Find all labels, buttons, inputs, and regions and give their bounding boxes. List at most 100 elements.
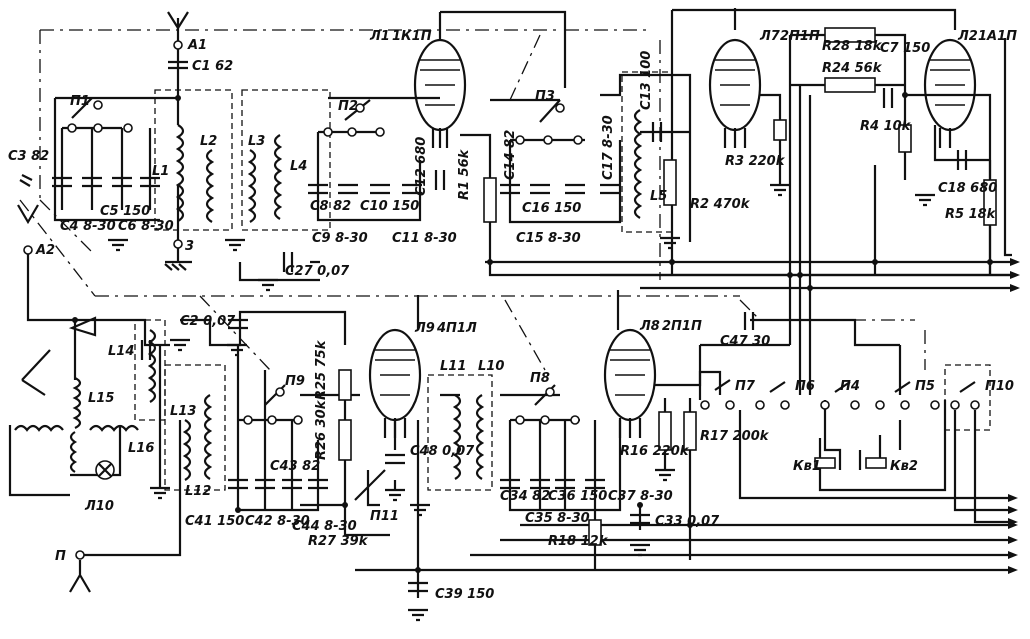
resistor-icon — [588, 519, 602, 546]
label-l3: L3 — [248, 134, 265, 149]
label-c9: C9 8-30 — [312, 231, 368, 246]
antenna-icon — [167, 11, 189, 31]
label-c17: C17 8-30 — [601, 115, 616, 180]
label-c42: C42 8-30 — [245, 514, 310, 529]
capacitor-icon — [408, 581, 428, 593]
label-r27: R27 39k — [308, 534, 369, 549]
ground-icon — [770, 183, 790, 197]
label-c11: C11 8-30 — [392, 231, 457, 246]
aerial-arms — [21, 349, 51, 396]
ground-icon — [655, 468, 675, 482]
tube-type-l7: 2П1П — [780, 29, 820, 44]
ground-icon — [227, 343, 247, 357]
label-c47: C47 30 — [720, 334, 770, 349]
capacitor-icon — [956, 150, 968, 170]
switch-icon — [318, 99, 385, 137]
label-p6: П6 — [795, 379, 815, 394]
label-l15: L15 — [88, 391, 114, 406]
label-c35: C35 8-30 — [525, 511, 590, 526]
label-c10: C10 150 — [360, 199, 419, 214]
label-c8: C8 82 — [310, 199, 351, 214]
label-c5: C5 150 — [100, 204, 150, 219]
label-p1: П1 — [70, 94, 90, 109]
capacitor-icon — [434, 170, 446, 190]
label-r26: R26 30k — [314, 399, 329, 460]
label-p: П — [55, 549, 66, 564]
resistor-icon — [824, 27, 876, 43]
label-l14: L14 — [108, 344, 134, 359]
tube-type-l8: 2П1П — [662, 319, 702, 334]
label-c37: C37 8-30 — [608, 489, 673, 504]
label-r5: R5 18k — [945, 207, 997, 222]
coil-icon — [69, 431, 78, 473]
capacitor-icon — [630, 513, 650, 525]
label-r25: R25 75k — [314, 339, 329, 400]
crystal-icon — [814, 457, 836, 469]
switch-icon — [238, 384, 303, 425]
label-c18: C18 680 — [938, 181, 997, 196]
tube-icon — [413, 38, 467, 148]
label-l11: L11 — [440, 359, 466, 374]
tube-label-l9: Л9 — [414, 321, 435, 336]
tube-icon — [368, 328, 422, 438]
label-kv2: Кв2 — [890, 459, 918, 474]
tube-label-l1: Л1 — [369, 29, 390, 44]
capacitor-icon — [228, 478, 328, 490]
label-c12: C12 680 — [414, 137, 429, 196]
label-r2: R2 470k — [690, 197, 751, 212]
resistor-icon — [338, 419, 352, 461]
label-c13: C13 100 — [639, 51, 654, 110]
switch-icon — [62, 97, 133, 133]
ground-icon — [408, 608, 428, 622]
capacitor-icon — [140, 340, 152, 360]
crystal-icon — [865, 457, 887, 469]
label-r18: R18 12k — [548, 534, 609, 549]
coil-icon — [89, 424, 139, 432]
label-c14: C14 82 — [503, 130, 518, 180]
ground-icon — [410, 503, 430, 517]
label-c27: C27 0,07 — [285, 264, 350, 279]
terminal-icon — [173, 239, 183, 249]
tube-icon — [923, 38, 977, 148]
ground-icon — [164, 263, 187, 271]
capacitor-icon — [500, 478, 605, 490]
label-p2: П2 — [338, 99, 358, 114]
capacitor-icon — [743, 312, 755, 330]
label-r3: R3 220k — [725, 154, 786, 169]
coil-icon — [452, 394, 462, 480]
label-r1: R1 56k — [457, 148, 472, 200]
capacitor-icon — [19, 174, 33, 187]
ground-icon — [630, 543, 650, 557]
ground-icon — [385, 488, 405, 502]
capacitor-icon — [228, 318, 248, 330]
switch-icon — [510, 384, 580, 425]
label-p5: П5 — [915, 379, 935, 394]
label-l12: L12 — [185, 484, 211, 499]
label-c6: C6 8-30 — [118, 219, 174, 234]
label-a2: A2 — [35, 243, 55, 258]
wiring — [26, 8, 1020, 598]
tube-icon — [708, 38, 762, 148]
resistor-icon — [483, 177, 497, 223]
label-kv1: Кв1 — [793, 459, 821, 474]
capacitor-icon — [651, 122, 663, 142]
diode-icon — [68, 316, 97, 337]
label-r17: R17 200k — [700, 429, 770, 444]
resistor-icon — [824, 77, 876, 93]
coil-icon — [273, 134, 283, 220]
resistor-icon — [338, 369, 352, 401]
capacitor-icon — [882, 88, 894, 108]
label-l10: L10 — [478, 359, 504, 374]
label-r24: R24 56k — [822, 61, 883, 76]
coil-icon — [633, 109, 643, 219]
capacitor-icon — [282, 252, 294, 272]
antenna-icon — [69, 560, 91, 593]
label-c48: C48 0,07 — [410, 444, 475, 459]
label-c2: C2 0,07 — [180, 314, 236, 329]
label-p10: П10 — [985, 379, 1014, 394]
capacitor-icon — [500, 183, 620, 195]
terminal-icon — [173, 40, 183, 50]
ground-icon — [660, 236, 680, 250]
tube-icon — [603, 328, 657, 438]
